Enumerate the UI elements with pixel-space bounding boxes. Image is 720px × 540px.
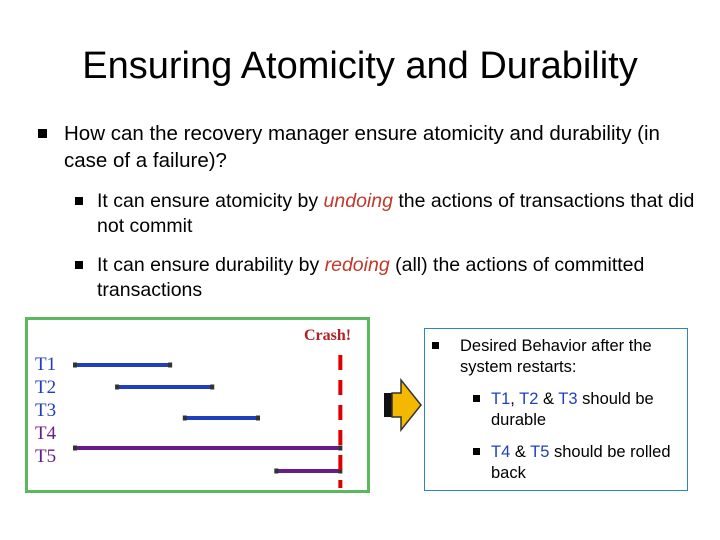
tx-label-t1: T1 <box>35 354 57 375</box>
redoing-emphasis: redoing <box>324 254 390 276</box>
desired-item-rollback: T4 & T5 should be rolled back <box>473 442 683 484</box>
desired-behavior-box <box>424 328 688 491</box>
tx-endpoint-t5-start <box>274 468 279 474</box>
tx-endpoint-t3-start <box>182 415 187 421</box>
bullet-square-icon <box>473 448 480 455</box>
tx-endpoint-t1-start <box>73 362 77 368</box>
bullet-square-icon <box>432 342 439 349</box>
tx-endpoint-t3-end <box>256 415 260 421</box>
bullet-square-icon <box>473 395 480 402</box>
slide-title: Ensuring Atomicity and Durability <box>82 45 638 87</box>
tx-label-t5: T5 <box>35 446 57 467</box>
bullet-square-icon <box>38 129 47 138</box>
bullet-square-icon <box>75 197 83 205</box>
tx-endpoint-t5-end <box>338 468 343 474</box>
bullet-square-icon <box>75 261 83 269</box>
timeline-frame <box>25 317 370 493</box>
main-bullet: How can the recovery manager ensure atom… <box>38 120 678 174</box>
sub-bullet-durability: It can ensure durability by redoing (all… <box>75 253 715 303</box>
tx-label-t3: T3 <box>35 400 57 421</box>
desired-heading: Desired Behavior after the system restar… <box>460 337 652 376</box>
crash-label: Crash! <box>304 327 352 344</box>
tx-endpoint-t4-start <box>73 445 77 451</box>
tx-endpoint-t2-start <box>115 384 120 390</box>
tx-label-t2: T2 <box>35 377 57 398</box>
undoing-emphasis: undoing <box>323 190 393 212</box>
tx-label-t4: T4 <box>35 423 57 444</box>
tx-endpoint-t2-end <box>210 384 215 390</box>
main-bullet-text: How can the recovery manager ensure atom… <box>64 122 660 172</box>
right-arrow-icon <box>384 377 422 433</box>
sub-bullet-atomicity: It can ensure atomicity by undoing the a… <box>75 189 715 239</box>
transaction-labels: T1 T2 T3 T4 T5 <box>35 353 56 468</box>
tx-endpoint-t4-end <box>338 445 343 451</box>
tx-endpoint-t1-end <box>168 362 173 368</box>
desired-item-durable: T1, T2 & T3 should be durable <box>473 389 683 431</box>
desired-heading-bullet: Desired Behavior after the system restar… <box>432 336 687 378</box>
